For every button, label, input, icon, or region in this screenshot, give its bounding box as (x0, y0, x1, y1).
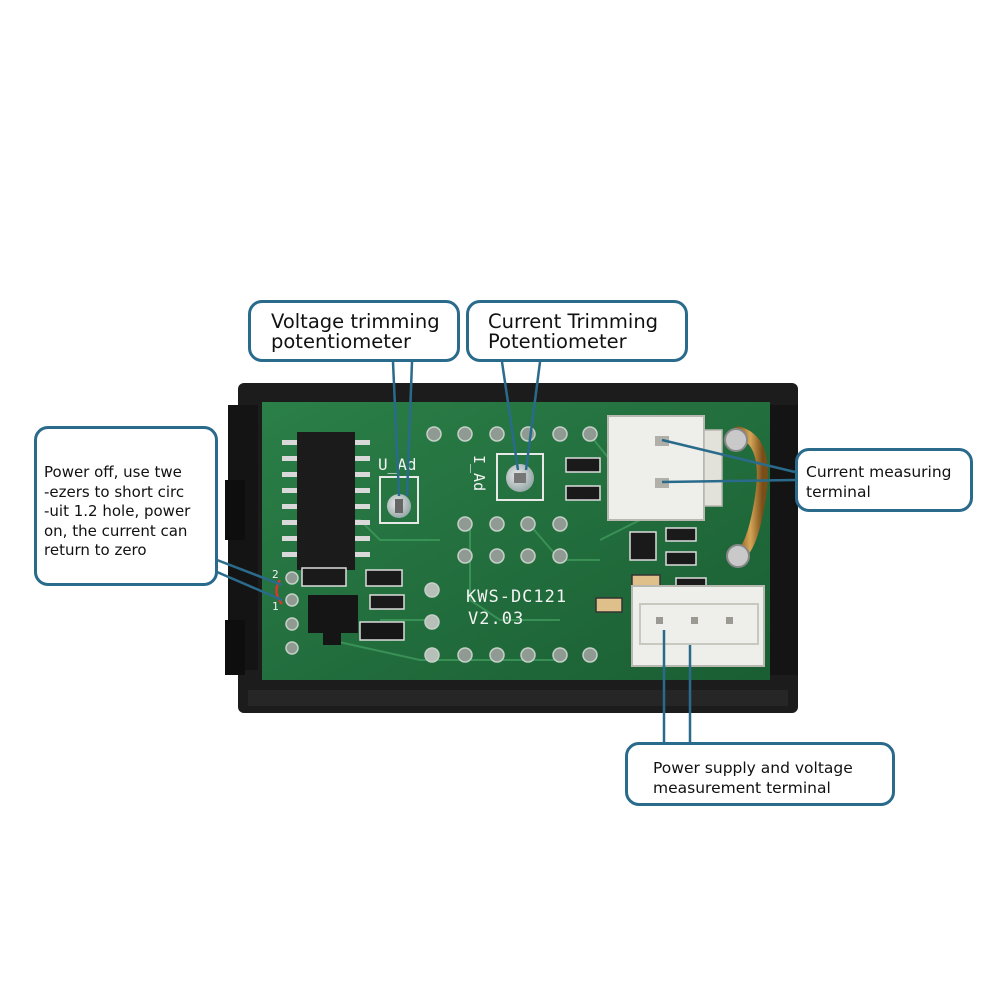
callout-text-line: Potentiometer (488, 330, 627, 353)
current-shunt-wire (724, 426, 768, 568)
callout-text-line: Power supply and voltage (653, 759, 853, 777)
callout-text-line: return to zero (44, 541, 147, 559)
power-terminal-connector (631, 585, 765, 667)
solder-pads (285, 426, 598, 663)
regulator-chip (308, 595, 358, 645)
pcb-current-adj-label: I_Ad (470, 455, 488, 491)
callout-text-line: Current Trimming (488, 310, 659, 333)
callout-text-line: Voltage trimming (271, 310, 440, 333)
callout-voltage-trimming-potentiometer: Voltage trimming potentiometer (248, 300, 460, 362)
ic-chip (282, 432, 370, 570)
callout-text-line: Current measuring (806, 463, 952, 481)
pcb-pin-label-2: 2 (272, 568, 279, 581)
current-potentiometer (496, 453, 544, 501)
callout-leader-lines (216, 361, 796, 742)
callout-text-line: terminal (806, 482, 871, 501)
callout-current-trimming-potentiometer: Current Trimming Potentiometer (466, 300, 688, 362)
pcb-model-label: KWS-DC121 (466, 587, 567, 607)
callout-text-line: Power off, use twe (44, 463, 182, 481)
callout-text-line: -ezers to short circ (44, 482, 185, 501)
callout-power-off-zero-reset: Power off, use twe -ezers to short circ … (34, 426, 218, 586)
pcb-pin-label-1: 1 (272, 600, 279, 613)
callout-current-measuring-terminal: Current measuring terminal (795, 448, 973, 512)
callout-text-line: measurement terminal (653, 778, 831, 797)
callout-text-line: on, the current can (44, 521, 188, 540)
callout-power-supply-terminal: Power supply and voltage measurement ter… (625, 742, 895, 806)
callout-text-line: -uit 1.2 hole, power (44, 502, 191, 520)
current-terminal-connector (607, 415, 723, 521)
callout-text-line: potentiometer (271, 330, 411, 353)
short-circuit-mark (275, 579, 283, 605)
pcb-version-label: V2.03 (468, 609, 524, 629)
